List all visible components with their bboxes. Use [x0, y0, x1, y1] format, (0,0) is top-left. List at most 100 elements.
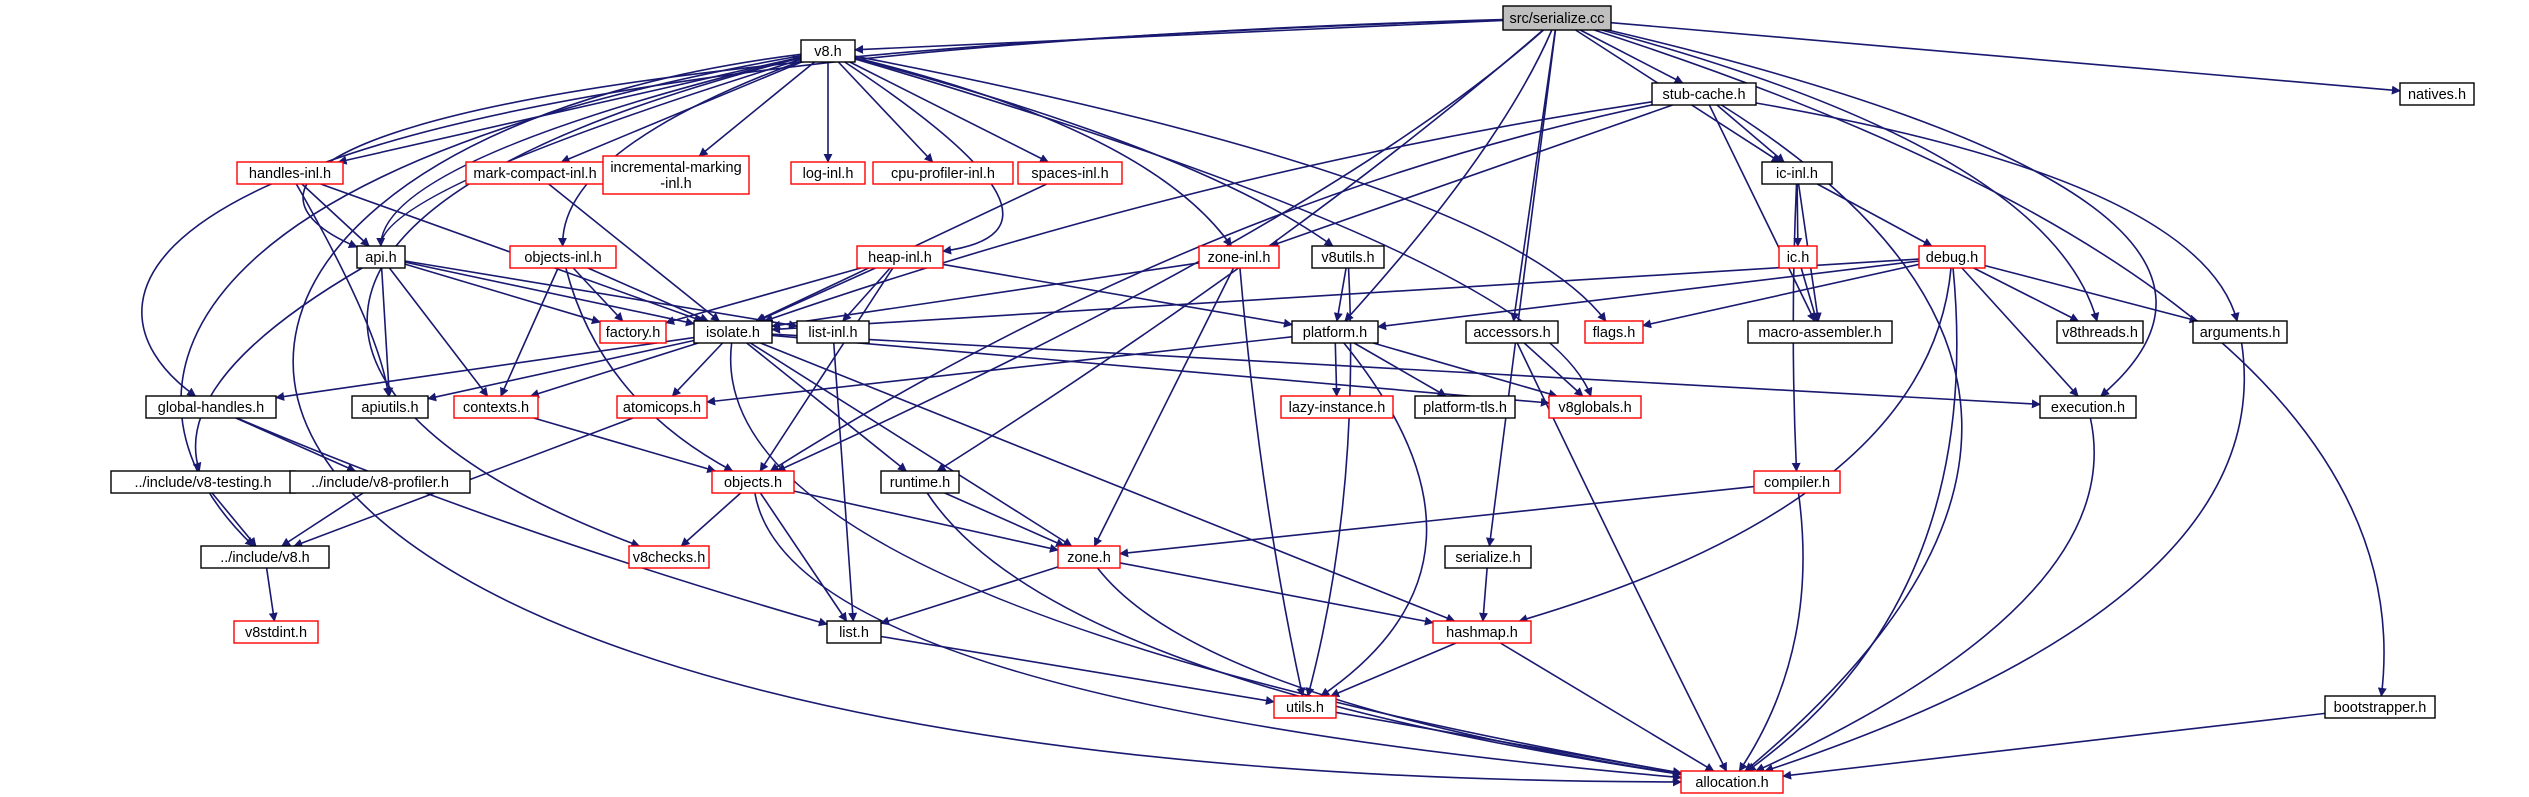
node-box	[2399, 82, 2475, 106]
node-v8checks-h[interactable]: v8checks.h	[628, 545, 710, 569]
node-zone-h[interactable]: zone.h	[1057, 545, 1121, 569]
node-label: accessors.h	[1473, 325, 1550, 341]
node-box	[2056, 320, 2144, 344]
node-label: incremental-marking	[610, 160, 741, 176]
node-natives-h[interactable]: natives.h	[2399, 82, 2475, 106]
edge-serialize-cc-to-stub-cache-h	[1579, 29, 1684, 84]
node-heap-inl-h[interactable]: heap-inl.h	[856, 245, 944, 269]
edge-serialize-cc-to-accessors-h	[1510, 29, 1557, 322]
node-box	[1680, 770, 1784, 794]
edge-debug-h-to-allocation-h	[1746, 267, 1958, 772]
node-v8utils-h[interactable]: v8utils.h	[1311, 245, 1385, 269]
node-isolate-h[interactable]: isolate.h	[693, 320, 773, 344]
edge-debug-h-to-isolate-h	[771, 258, 1920, 334]
node-serialize-h[interactable]: serialize.h	[1444, 545, 1532, 569]
node-lazy-instance-h[interactable]: lazy-instance.h	[1280, 395, 1394, 419]
node-ic-inl-h[interactable]: ic-inl.h	[1761, 161, 1833, 185]
edge-objects-h-to-allocation-h	[754, 492, 1682, 782]
node-mark-compact-inl-h[interactable]: mark-compact-inl.h	[465, 161, 605, 185]
edge-list-h-to-utils-h	[880, 635, 1275, 705]
node-platform-tls-h[interactable]: platform-tls.h	[1414, 395, 1516, 419]
node-include-v8-h[interactable]: ../include/v8.h	[200, 545, 330, 569]
node-factory-h[interactable]: factory.h	[599, 320, 667, 344]
edge-mark-compact-inl-h-to-isolate-h	[548, 183, 721, 322]
edge-hashmap-h-to-allocation-h	[1499, 642, 1715, 772]
node-label: flags.h	[1593, 325, 1636, 341]
node-runtime-h[interactable]: runtime.h	[880, 470, 960, 494]
node-cpu-profiler-inl-h[interactable]: cpu-profiler-inl.h	[872, 161, 1014, 185]
node-v8threads-h[interactable]: v8threads.h	[2056, 320, 2144, 344]
node-v8-h[interactable]: v8.h	[800, 39, 856, 63]
edge-contexts-h-to-objects-h	[533, 417, 717, 474]
edge-runtime-h-to-allocation-h	[926, 492, 1682, 778]
node-box	[1548, 395, 1642, 419]
node-contexts-h[interactable]: contexts.h	[453, 395, 539, 419]
node-accessors-h[interactable]: accessors.h	[1465, 320, 1559, 344]
node-label: factory.h	[606, 325, 661, 341]
edge-runtime-h-to-zone-h	[944, 492, 1066, 547]
edge-serialize-cc-to-global-handles-h	[141, 18, 1504, 397]
node-v8stdint-h[interactable]: v8stdint.h	[233, 620, 319, 644]
node-debug-h[interactable]: debug.h	[1918, 245, 1986, 269]
edge-handles-inl-h-to-api-h	[301, 183, 370, 247]
node-box	[1311, 245, 1385, 269]
edge-zone-inl-h-to-utils-h	[1239, 267, 1306, 697]
node-compiler-h[interactable]: compiler.h	[1753, 470, 1841, 494]
edge-stub-cache-h-to-ic-inl-h	[1716, 104, 1785, 163]
edge-api-h-to-factory-h	[404, 263, 601, 325]
node-box	[1465, 320, 1559, 344]
edge-objects-h-to-zone-h	[793, 490, 1059, 553]
node-box	[509, 245, 617, 269]
node-incremental-marking-inl-h[interactable]: incremental-marking-inl.h	[602, 155, 750, 195]
node-bootstrapper-h[interactable]: bootstrapper.h	[2324, 695, 2436, 719]
node-v8globals-h[interactable]: v8globals.h	[1548, 395, 1642, 419]
node-label: log-inl.h	[803, 166, 854, 182]
edge-compiler-h-to-zone-h	[1119, 485, 1755, 558]
node-box	[1651, 82, 1757, 106]
edge-stub-cache-h-to-macro-assembler-h	[1708, 104, 1816, 322]
node-box	[790, 161, 866, 185]
node-stub-cache-h[interactable]: stub-cache.h	[1651, 82, 1757, 106]
edge-api-h-to-v8-h	[380, 55, 802, 247]
node-spaces-inl-h[interactable]: spaces-inl.h	[1017, 161, 1123, 185]
node-box	[1918, 245, 1986, 269]
node-atomicops-h[interactable]: atomicops.h	[616, 395, 708, 419]
node-box	[711, 470, 795, 494]
edge-objects-inl-h-to-objects-h	[565, 267, 734, 472]
node-label: list.h	[839, 625, 869, 641]
edge-execution-h-to-allocation-h	[1755, 417, 2095, 772]
node-label: ic.h	[1787, 250, 1810, 266]
node-v8-testing-h[interactable]: ../include/v8-testing.h	[110, 470, 296, 494]
node-execution-h[interactable]: execution.h	[2039, 395, 2137, 419]
node-list-inl-h[interactable]: list-inl.h	[796, 320, 870, 344]
edge-utils-h-to-allocation-h	[1335, 711, 1682, 777]
node-list-h[interactable]: list.h	[826, 620, 882, 644]
node-serialize-cc[interactable]: src/serialize.cc	[1502, 5, 1612, 31]
node-utils-h[interactable]: utils.h	[1273, 695, 1337, 719]
node-objects-inl-h[interactable]: objects-inl.h	[509, 245, 617, 269]
node-v8-profiler-h[interactable]: ../include/v8-profiler.h	[289, 470, 471, 494]
node-handles-inl-h[interactable]: handles-inl.h	[236, 161, 344, 185]
node-allocation-h[interactable]: allocation.h	[1680, 770, 1784, 794]
node-box	[2039, 395, 2137, 419]
node-ic-h[interactable]: ic.h	[1778, 245, 1818, 269]
node-hashmap-h[interactable]: hashmap.h	[1432, 620, 1532, 644]
node-zone-inl-h[interactable]: zone-inl.h	[1198, 245, 1280, 269]
edge-debug-h-to-arguments-h	[1984, 264, 2199, 324]
edge-isolate-h-to-hashmap-h	[760, 342, 1456, 623]
node-log-inl-h[interactable]: log-inl.h	[790, 161, 866, 185]
node-label: utils.h	[1286, 700, 1324, 716]
node-label: zone.h	[1067, 550, 1111, 566]
node-api-h[interactable]: api.h	[356, 245, 406, 269]
node-objects-h[interactable]: objects.h	[711, 470, 795, 494]
node-label: platform.h	[1303, 325, 1367, 341]
node-label: macro-assembler.h	[1758, 325, 1881, 341]
edge-zone-h-to-list-h	[880, 566, 1059, 626]
node-apiutils-h[interactable]: apiutils.h	[351, 395, 429, 419]
node-macro-assembler-h[interactable]: macro-assembler.h	[1747, 320, 1893, 344]
node-label: -inl.h	[660, 176, 691, 192]
node-global-handles-h[interactable]: global-handles.h	[145, 395, 277, 419]
node-flags-h[interactable]: flags.h	[1584, 320, 1644, 344]
node-platform-h[interactable]: platform.h	[1291, 320, 1379, 344]
node-arguments-h[interactable]: arguments.h	[2192, 320, 2288, 344]
